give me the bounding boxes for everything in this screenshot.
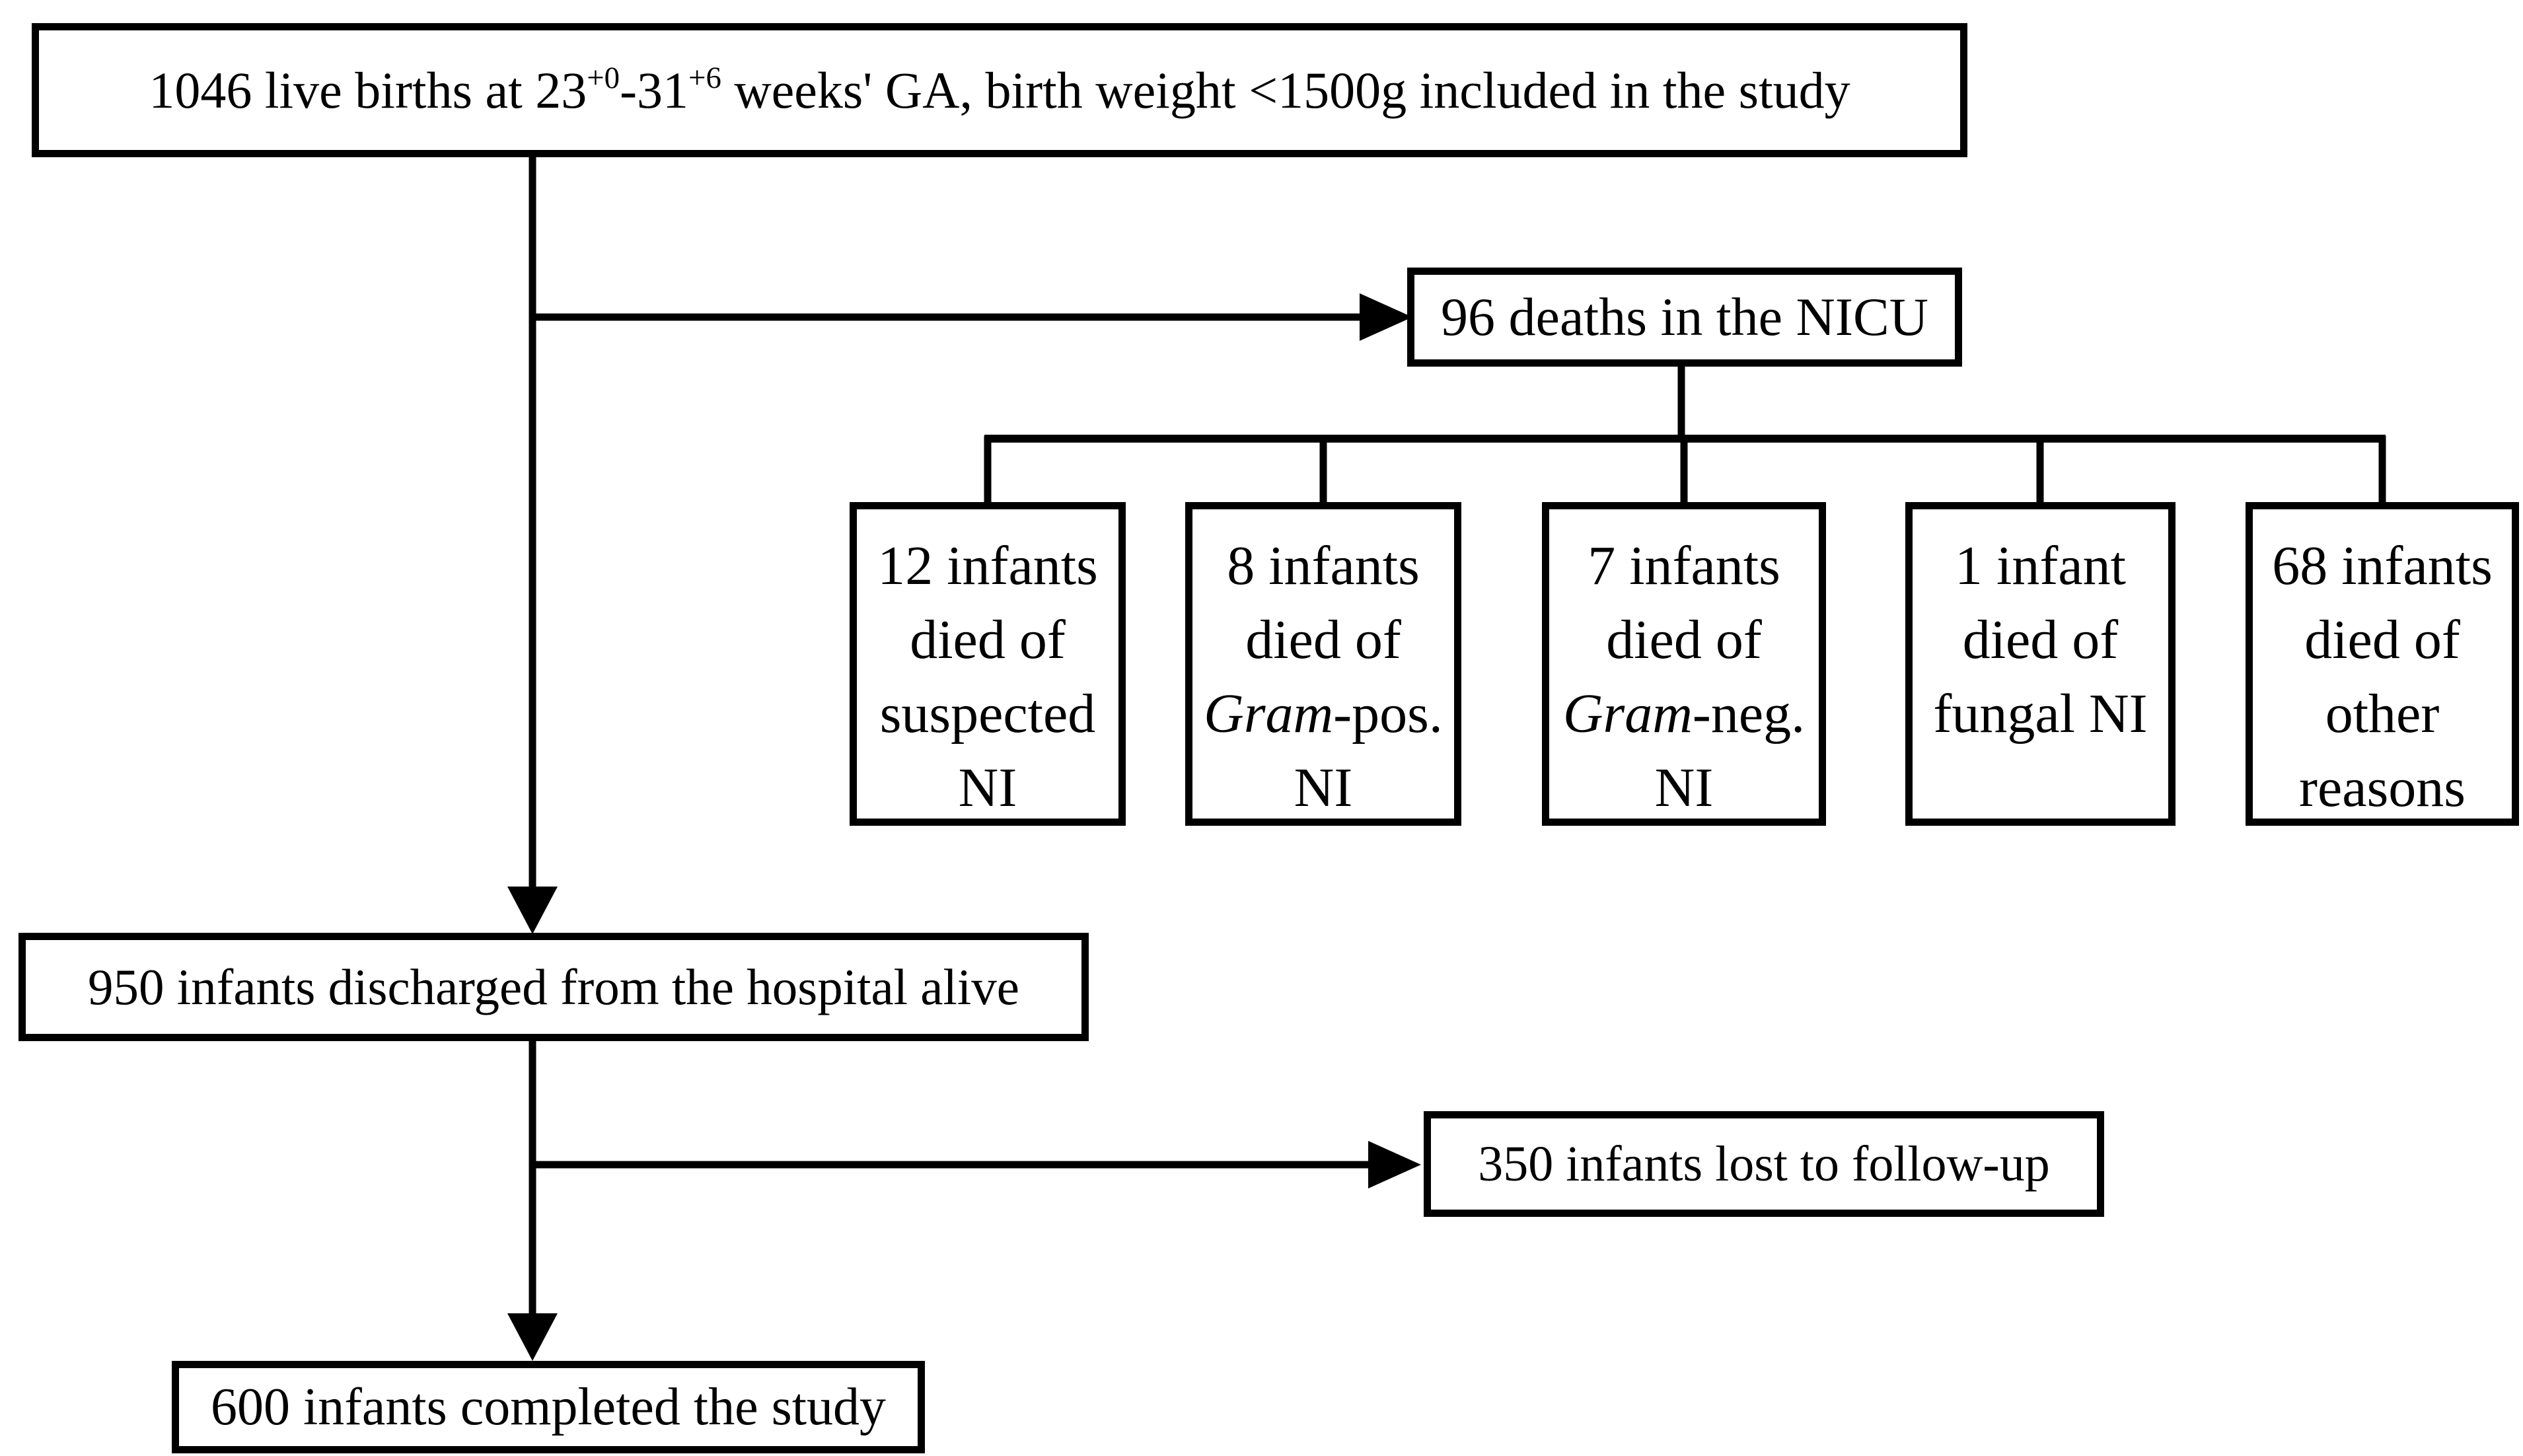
cause-line: NI [1294,757,1353,819]
gram-suffix: -pos. [1333,683,1443,745]
cause-text: 7 infants died of Gram-neg. NI [1563,529,1805,825]
box-cause-fungal-ni: 1 infant died of fungal NI [1905,502,2176,826]
gram-italic: Gram [1204,683,1334,745]
ga-superscript-low: +0 [587,61,620,96]
box-cause-gram-pos-ni: 8 infants died of Gram-pos. NI [1185,502,1461,826]
cause-line: died of [1245,609,1401,671]
nicu-deaths-label: 96 deaths in the NICU [1441,287,1928,347]
live-births-text: 1046 live births at 23+0-31+6 weeks' GA,… [149,61,1850,120]
gram-suffix: -neg. [1692,683,1806,745]
cause-line: fungal NI [1933,683,2148,745]
ga-superscript-high: +6 [688,61,721,96]
box-lost-followup: 350 infants lost to follow-up [1424,1111,2104,1217]
discharged-label: 950 infants discharged from the hospital… [88,958,1019,1015]
cause-line: died of [910,609,1066,671]
live-births-text-post: weeks' GA, birth weight <1500g included … [721,61,1850,119]
cause-line: suspected [879,683,1096,745]
live-births-text-pre: 1046 live births at 23 [149,61,587,119]
box-completed-study: 600 infants completed the study [172,1361,925,1453]
cause-line: died of [2304,609,2460,671]
cause-line: Gram-pos. [1204,677,1443,751]
box-discharged-alive: 950 infants discharged from the hospital… [18,933,1089,1041]
cause-line: reasons [2299,757,2466,819]
cause-line: 1 infant [1955,535,2126,597]
live-births-text-dash: -31 [620,61,689,119]
cause-line: died of [1606,609,1762,671]
cause-text: 1 infant died of fungal NI [1933,529,2147,751]
arrowhead-down-completed [507,1313,558,1361]
box-cause-gram-neg-ni: 7 infants died of Gram-neg. NI [1542,502,1826,826]
lost-followup-label: 350 infants lost to follow-up [1478,1136,2050,1192]
box-cause-suspected-ni: 12 infants died of suspected NI [850,502,1126,826]
cause-line: Gram-neg. [1563,677,1805,751]
arrowhead-right-nicu [1360,293,1412,341]
arrowhead-right-lost [1368,1141,1421,1188]
gram-italic: Gram [1562,683,1693,745]
completed-study-label: 600 infants completed the study [210,1377,887,1436]
box-cause-other-reasons: 68 infants died of other reasons [2246,502,2519,826]
cause-line: NI [958,757,1017,819]
cause-line: 8 infants [1227,535,1420,597]
cause-text: 8 infants died of Gram-pos. NI [1204,529,1443,825]
cause-line: other [2325,683,2440,745]
box-live-births: 1046 live births at 23+0-31+6 weeks' GA,… [32,23,1967,157]
box-nicu-deaths: 96 deaths in the NICU [1407,268,1962,367]
cause-line: NI [1654,757,1714,819]
cause-line: 7 infants [1588,535,1780,597]
cause-text: 12 infants died of suspected NI [877,529,1098,825]
arrowhead-down-discharged [507,887,558,934]
cause-line: 68 infants [2272,535,2493,597]
cause-text: 68 infants died of other reasons [2272,529,2493,825]
cause-line: died of [1962,609,2119,671]
cause-line: 12 infants [877,535,1098,597]
